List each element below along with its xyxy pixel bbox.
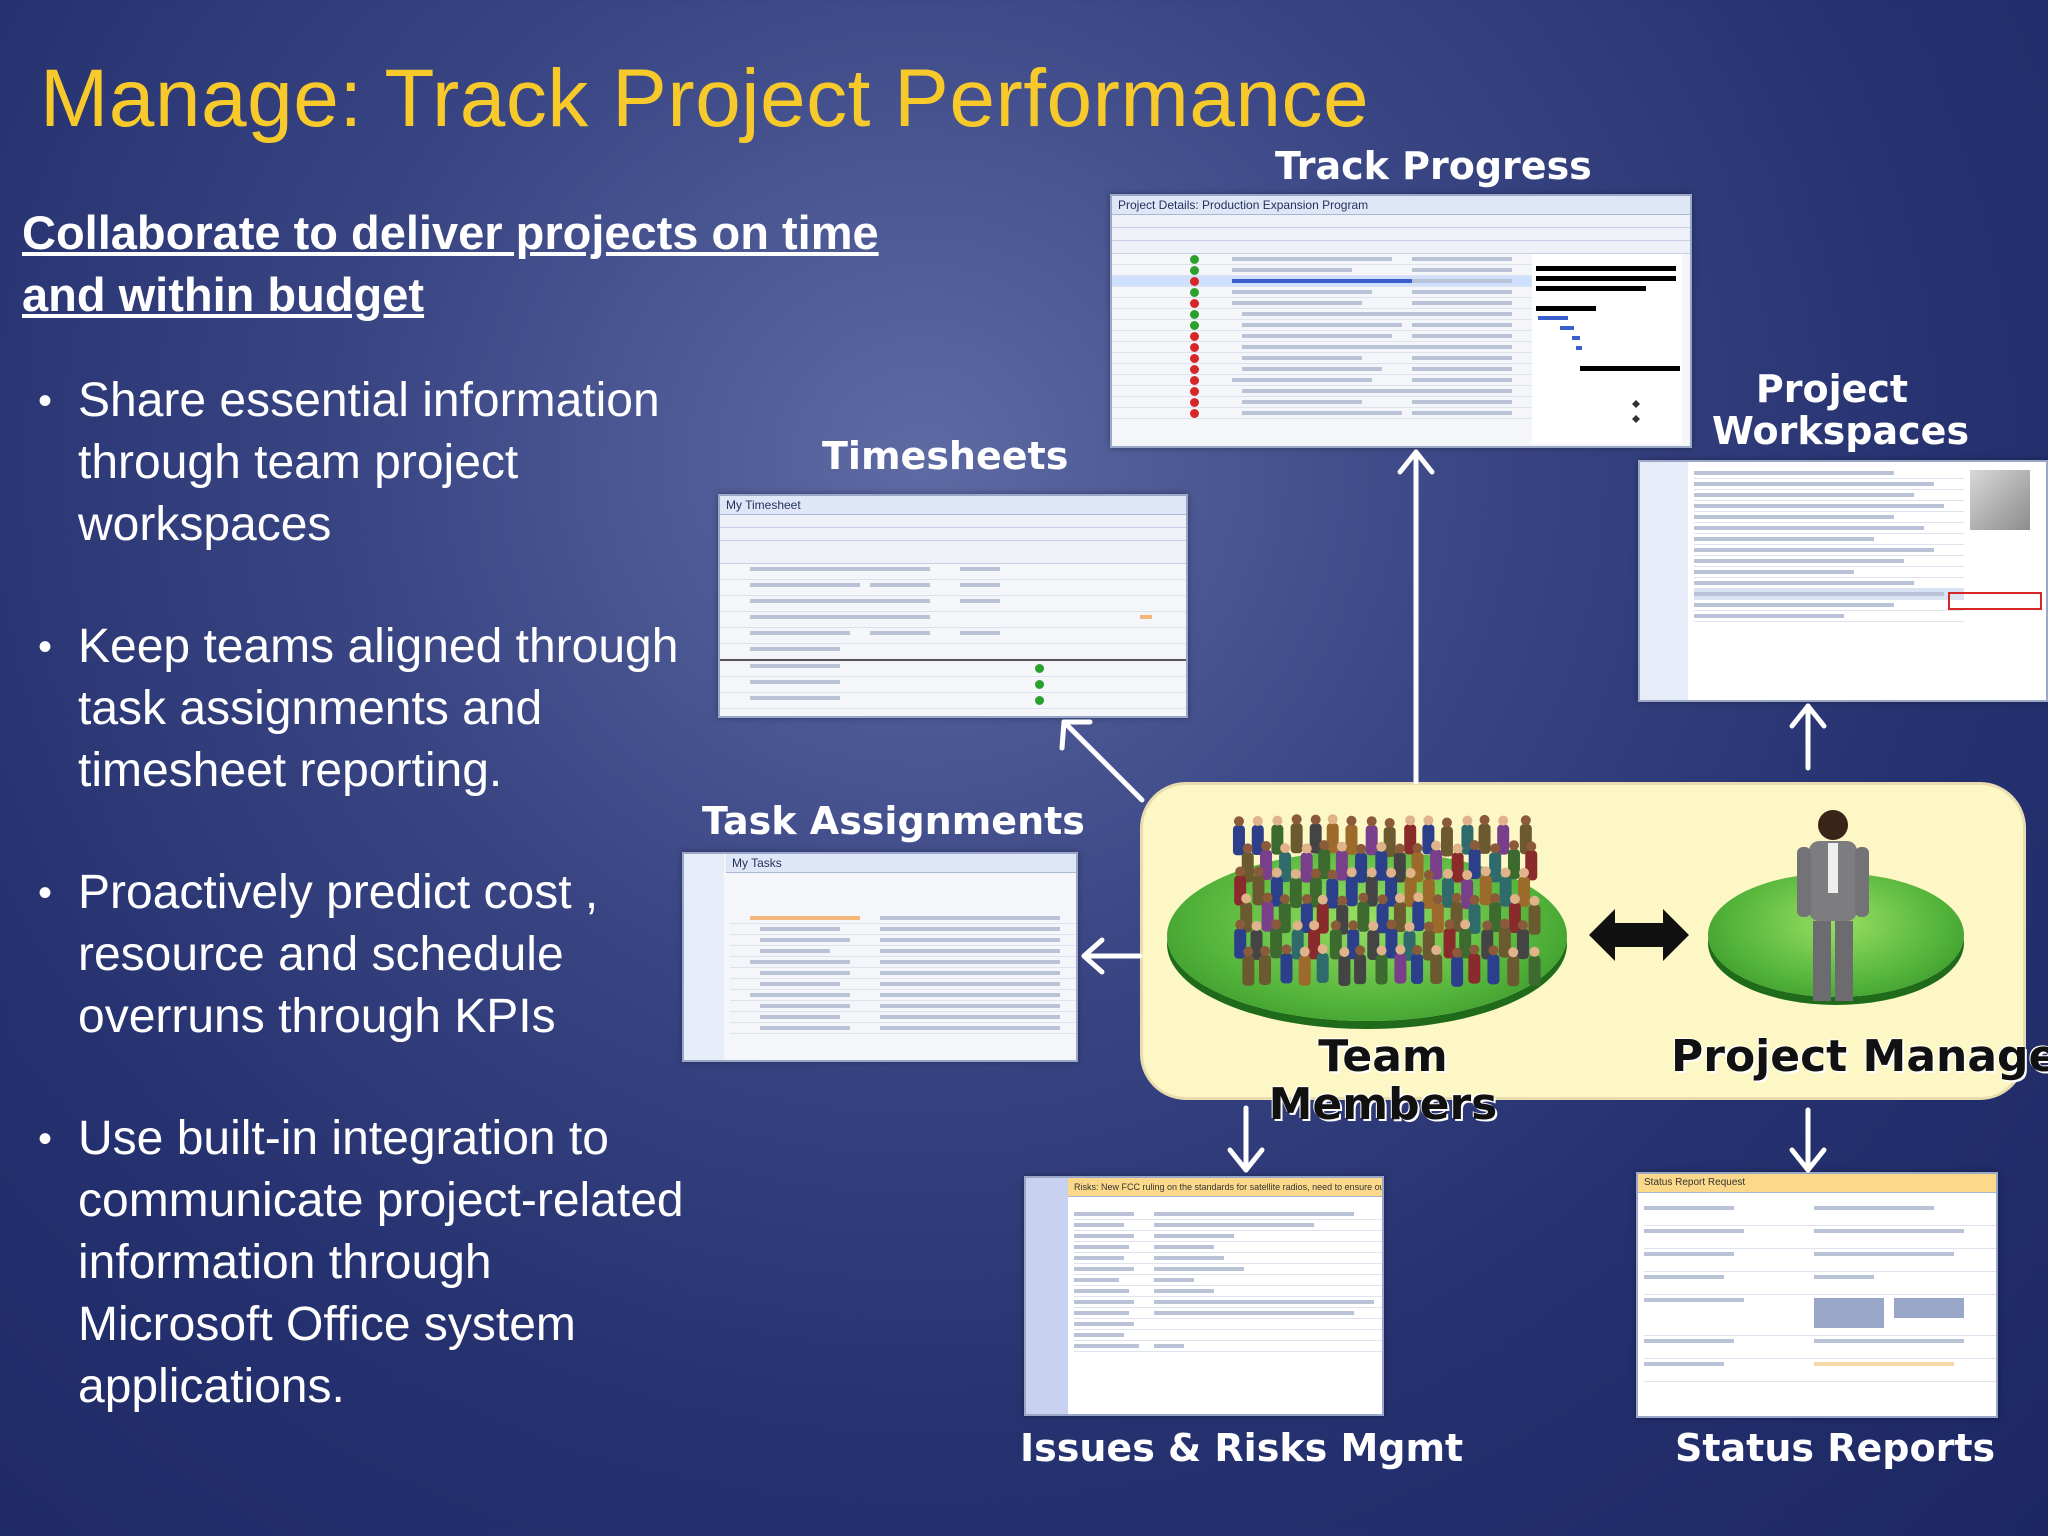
thumbnail-title: Status Report Request (1638, 1174, 1996, 1193)
issues-risks-screenshot: Risks: New FCC ruling on the standards f… (1024, 1176, 1384, 1416)
team-members-label: Team Members (1268, 1031, 1498, 1130)
status-reports-screenshot: Status Report Request (1636, 1172, 1998, 1418)
bullet-text: Use built-in integration to communicate … (78, 1112, 684, 1413)
label-project-workspaces: Project Workspaces (1712, 367, 1970, 453)
label-track-progress: Track Progress (1275, 144, 1592, 188)
bullet-icon: • (38, 379, 53, 423)
double-arrow-icon (1589, 909, 1689, 961)
bullet-item: • Keep teams aligned through task assignm… (38, 616, 698, 802)
label-timesheets: Timesheets (822, 434, 1069, 478)
subtitle: Collaborate to deliver projects on time … (22, 206, 879, 321)
bullet-item: • Use built-in integration to communicate… (38, 1108, 698, 1418)
thumbnail-title: Project Details: Production Expansion Pr… (1112, 196, 1690, 215)
bullet-text: Share essential information through team… (78, 374, 660, 551)
team-hub-panel: Team Members Project Manager (1140, 782, 2048, 1129)
project-manager-icon (1797, 810, 1869, 1001)
thumbnail-title: My Timesheet (720, 496, 1186, 515)
bullet-icon: • (38, 871, 53, 915)
track-progress-screenshot: Project Details: Production Expansion Pr… (1110, 194, 1692, 448)
bullet-text: Keep teams aligned through task assignme… (78, 620, 679, 797)
label-issues-risks: Issues & Risks Mgmt (1020, 1426, 1464, 1470)
thumbnail-title: Risks: New FCC ruling on the standards f… (1068, 1178, 1382, 1197)
bullet-text: Proactively predict cost , resource and … (78, 866, 599, 1043)
gantt-chart (1532, 254, 1682, 444)
project-manager-label: Project Manager (1671, 1031, 2048, 1082)
label-status-reports: Status Reports (1675, 1426, 1996, 1470)
bullet-icon: • (38, 1117, 53, 1161)
task-assignments-screenshot: My Tasks (682, 852, 1078, 1062)
arrow-timesheets (1061, 719, 1145, 803)
bullet-icon: • (38, 625, 53, 669)
bullet-list: • Share essential information through tea… (38, 370, 698, 1478)
page-title: Manage: Track Project Performance (40, 53, 1370, 144)
project-workspaces-screenshot (1638, 460, 2048, 702)
bullet-item: • Proactively predict cost , resource and… (38, 862, 698, 1048)
thumbnail-title: My Tasks (726, 854, 1076, 873)
team-members-icon (1232, 814, 1541, 987)
timesheet-screenshot: My Timesheet (718, 494, 1188, 718)
bullet-item: • Share essential information through tea… (38, 370, 698, 556)
label-task-assignments: Task Assignments (702, 799, 1085, 843)
